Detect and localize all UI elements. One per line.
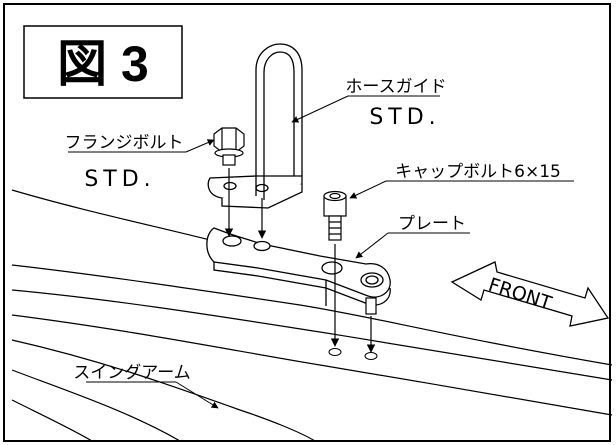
flange-bolt (213, 127, 245, 166)
front-arrow: FRONT (450, 261, 610, 327)
cap-bolt (323, 190, 347, 241)
plate (206, 227, 391, 306)
flange-bolt-label: フランジボルト (65, 133, 184, 153)
swing-arm-outline (11, 189, 613, 442)
figure-title-box: 図 3 (23, 25, 183, 99)
flange-bolt-std-label: STD. (84, 167, 155, 192)
small-screw (365, 297, 377, 315)
cap-bolt-label: キャップボルト6×15 (395, 162, 561, 182)
figure-title: 図 3 (57, 36, 149, 92)
outer-frame (3, 3, 611, 442)
hose-guide-std-label: STD. (369, 105, 440, 130)
hose-guide (207, 43, 303, 209)
leader-lines (68, 95, 574, 409)
assembly-arrows (224, 168, 376, 353)
swing-arm-label: スイングアーム (73, 363, 190, 383)
hose-guide-label: ホースガイド (345, 77, 446, 97)
plate-label: プレート (398, 214, 466, 234)
mount-holes (328, 348, 378, 360)
